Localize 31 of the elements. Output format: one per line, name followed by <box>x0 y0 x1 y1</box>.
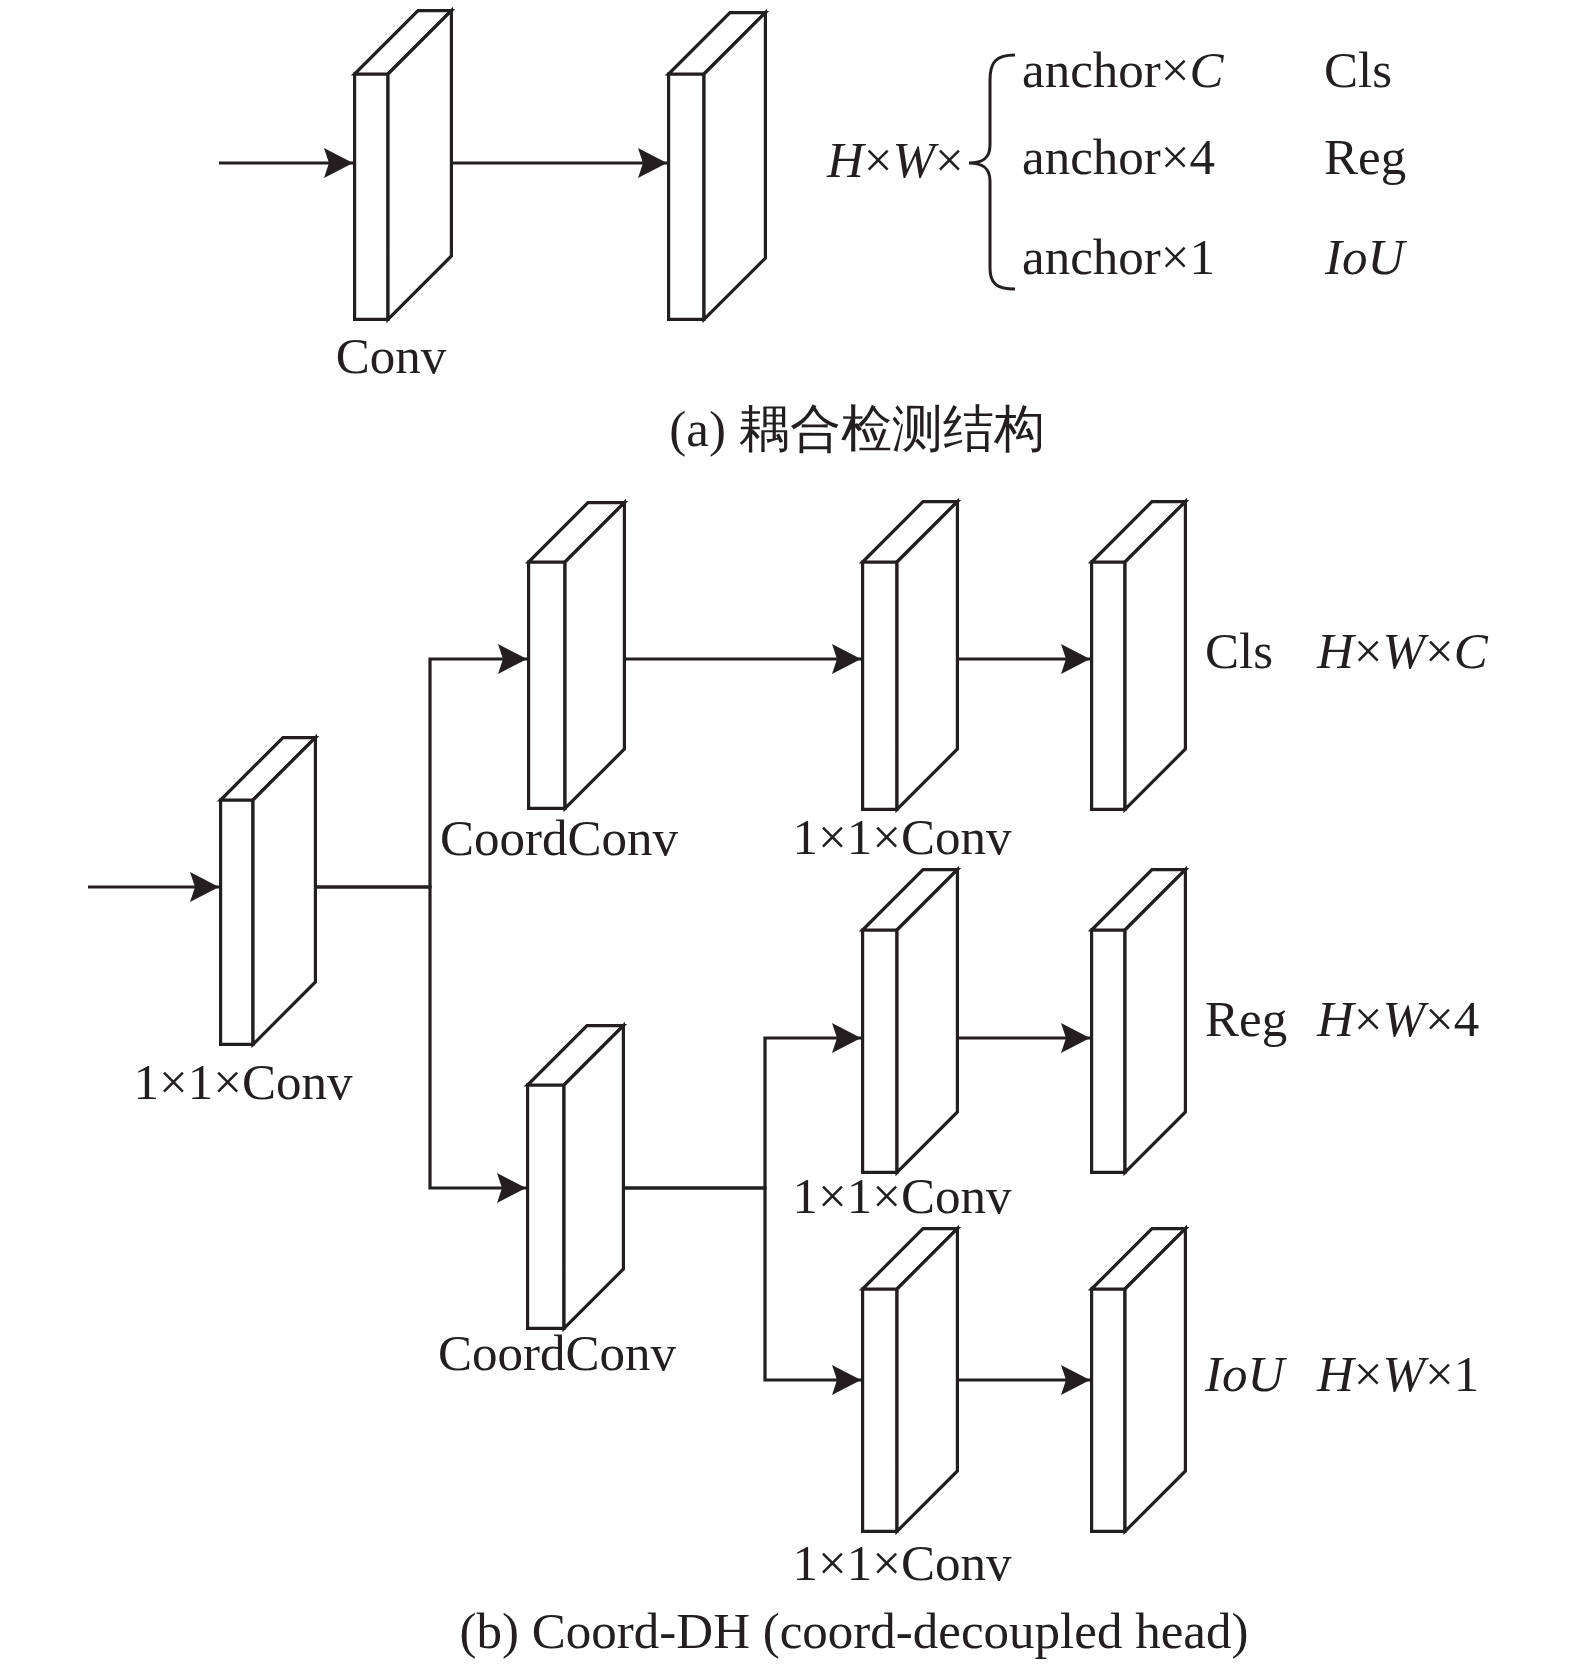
arrow <box>453 148 667 178</box>
channel-label: anchor×C <box>1022 45 1224 96</box>
layer-label: CoordConv <box>438 1328 676 1379</box>
layer-label: 1×1×Conv <box>792 812 1012 863</box>
layer-label: CoordConv <box>440 813 678 864</box>
output-label: IoU <box>1325 232 1405 283</box>
layer-label: Conv <box>335 331 447 382</box>
arrow <box>625 1186 861 1395</box>
size-label: H×W×1 <box>1317 1349 1480 1400</box>
output-label: IoU <box>1205 1349 1285 1400</box>
layer-label: 1×1×Conv <box>792 1171 1012 1222</box>
layer-label: 1×1×Conv <box>133 1057 353 1108</box>
layer-label: 1×1×Conv <box>792 1538 1012 1589</box>
arrow <box>219 148 353 178</box>
arrow <box>317 885 526 1203</box>
arrow <box>959 1365 1090 1395</box>
output-label: Reg <box>1205 994 1288 1045</box>
arrow <box>959 644 1090 674</box>
channel-label: anchor×4 <box>1022 132 1216 183</box>
subfigure-caption: (b) Coord-DH (coord-decoupled head) <box>459 1606 1249 1657</box>
arrow <box>88 872 219 902</box>
size-label: H×W× <box>827 135 964 186</box>
size-label: H×W×C <box>1317 626 1488 677</box>
size-label: H×W×4 <box>1317 994 1480 1045</box>
arrow <box>626 644 861 674</box>
output-label: Reg <box>1324 132 1407 183</box>
output-label: Cls <box>1324 45 1393 96</box>
arrow <box>959 1023 1090 1053</box>
channel-label: anchor×1 <box>1022 232 1216 283</box>
subfigure-caption: (a) 耦合检测结构 <box>669 404 1045 455</box>
output-label: Cls <box>1205 626 1274 677</box>
